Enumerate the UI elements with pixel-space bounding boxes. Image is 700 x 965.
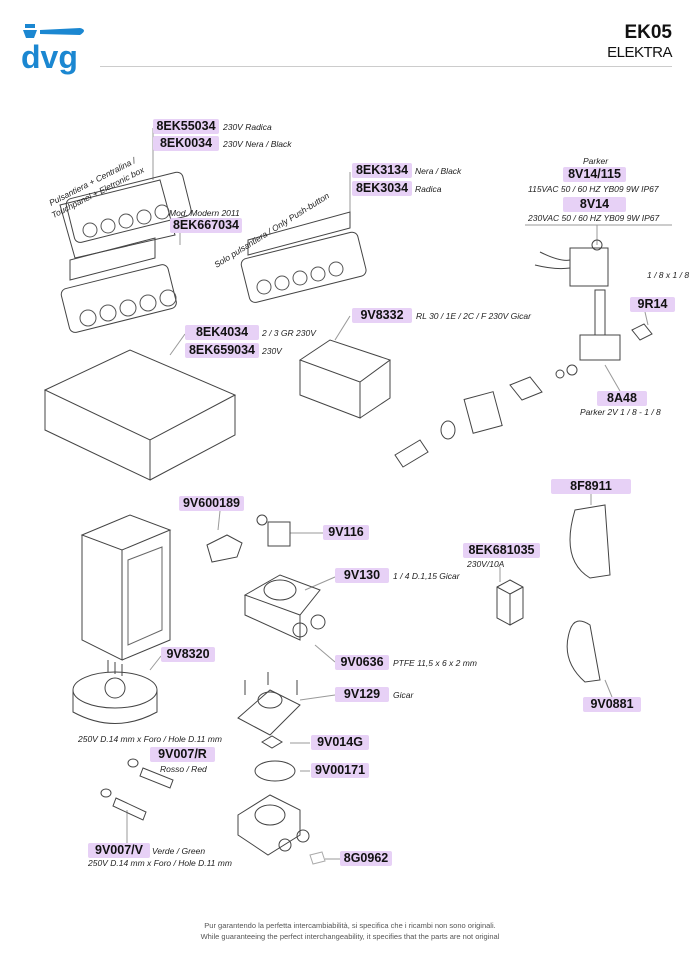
part-desc: RL 30 / 1E / 2C / F 230V Gicar — [416, 311, 531, 321]
model-title: EK05 — [624, 22, 672, 43]
indicator-pins-drawing — [100, 758, 174, 821]
part-code: 8F8911 — [551, 479, 631, 494]
part-desc: 230V Nera / Black — [223, 139, 292, 149]
flowmeter-drawing — [237, 574, 326, 865]
relay-drawing — [298, 339, 392, 419]
part-desc: 2 / 3 GR 230V — [262, 328, 316, 338]
part-desc-2: 250V D.14 mm x Foro / Hole D.11 mm — [88, 858, 232, 868]
level-control-box-drawing — [80, 514, 172, 676]
part-desc: Verde / Green — [152, 846, 206, 856]
part-desc: Radica — [415, 184, 442, 194]
part-code: 9V600189 — [179, 496, 244, 511]
part-desc: 230VAC 50 / 60 HZ YB09 9W IP67 — [528, 213, 660, 223]
mod-modern-annotation: Mod. Modern 2011 — [169, 208, 240, 218]
part-code: 9V0636 — [335, 655, 389, 670]
part-code: 8EK4034 — [185, 325, 259, 340]
knobs-relay-drawing — [496, 504, 611, 683]
part-code: 8EK55034 — [153, 119, 219, 134]
part-code: 8EK659034 — [185, 343, 259, 358]
part-desc: 1 / 4 D.1,15 Gicar — [393, 571, 460, 581]
part-desc: 115VAC 50 / 60 HZ YB09 9W IP67 — [528, 184, 659, 194]
brand-subtitle: ELEKTRA — [607, 44, 672, 61]
leader-lines — [126, 128, 672, 860]
header-rule — [100, 66, 672, 67]
clip-connector-drawing — [206, 514, 291, 563]
part-code: 9V130 — [335, 568, 389, 583]
socket-base-drawing — [72, 671, 158, 724]
part-code: 9V014G — [311, 735, 369, 750]
part-desc: PTFE 11,5 x 6 x 2 mm — [393, 658, 477, 668]
part-code: 9V0881 — [583, 697, 641, 712]
part-code: 8V14 — [563, 197, 626, 212]
part-desc: 230V Radica — [223, 122, 272, 132]
part-code: 9V00171 — [311, 763, 369, 778]
part-desc: 230V/10A — [467, 559, 505, 569]
part-desc: Rosso / Red — [160, 764, 207, 774]
part-desc: Gicar — [393, 690, 414, 700]
solenoid-valve-drawing — [394, 239, 653, 468]
part-code: 8EK0034 — [153, 136, 219, 151]
touchpanel-drawing — [59, 171, 367, 333]
part-code: 8EK667034 — [170, 218, 242, 233]
logo-text: dvg — [21, 39, 78, 75]
part-code: 9V007/R — [150, 747, 215, 762]
part-code: 9V116 — [323, 525, 369, 540]
part-code: 9V129 — [335, 687, 389, 702]
electronic-box-drawing — [43, 349, 237, 481]
part-code: 9R14 — [630, 297, 675, 312]
part-code: 9V8320 — [161, 647, 215, 662]
button-circles — [79, 204, 344, 327]
part-code: 8A48 — [597, 391, 647, 406]
footer-disclaimer-it: Pur garantendo la perfetta intercambiabi… — [204, 921, 496, 930]
part-desc: Nera / Black — [415, 166, 462, 176]
part-desc: Parker 2V 1 / 8 - 1 / 8 — [580, 407, 661, 417]
part-code: 8G0962 — [340, 851, 392, 866]
part-desc: 230V — [262, 346, 282, 356]
part-code: 9V007/V — [88, 843, 150, 858]
dvg-logo: dvg — [18, 18, 96, 80]
part-code: 8EK3134 — [352, 163, 412, 178]
parker-annotation: Parker — [583, 156, 609, 166]
part-code: 8EK3034 — [352, 181, 412, 196]
part-code: 8EK681035 — [463, 543, 540, 558]
part-code: 8V14/115 — [563, 167, 626, 182]
part-code: 9V8332 — [352, 308, 412, 323]
fitting-size-annotation: 1 / 8 x 1 / 8 — [647, 270, 690, 280]
footer-disclaimer-en: While guaranteeing the perfect interchan… — [200, 932, 500, 941]
part-desc: 250V D.14 mm x Foro / Hole D.11 mm — [78, 734, 222, 744]
